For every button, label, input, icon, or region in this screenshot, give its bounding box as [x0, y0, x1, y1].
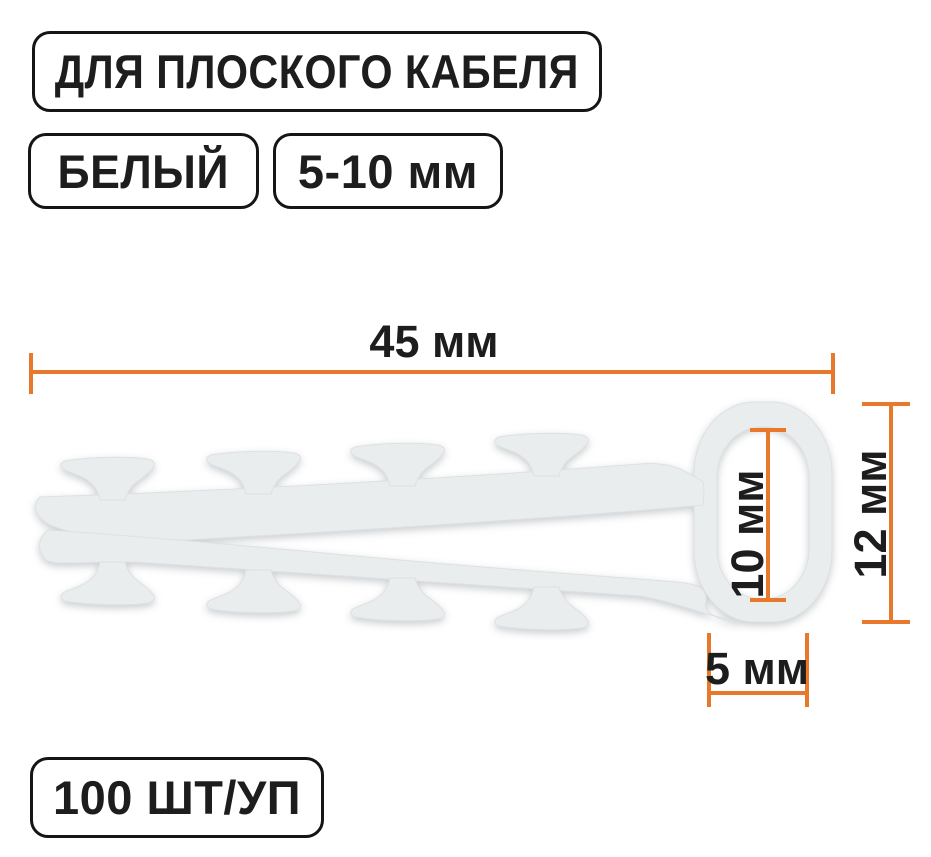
dimension-outer-height-label: 12 мм — [845, 449, 896, 578]
badge-color: БЕЛЫЙ — [28, 133, 259, 209]
dowel-clamp-drawing — [34, 401, 833, 631]
badge-color-label: БЕЛЫЙ — [57, 144, 230, 198]
dimension-inner-height-label: 10 мм — [722, 469, 773, 598]
badge-pack-quantity-label: 100 ШТ/УП — [53, 771, 301, 824]
clamp-barb-lower-3 — [350, 577, 445, 622]
clamp-barb-lower-2 — [206, 569, 301, 614]
dimension-inner-width: 5 мм — [705, 633, 809, 707]
clamp-barb-upper-4 — [494, 432, 589, 477]
dimension-inner-width-label: 5 мм — [705, 643, 809, 694]
clamp-barb-upper-2 — [206, 450, 301, 495]
clamp-barb-lower-4 — [494, 586, 589, 631]
badge-cable-type: ДЛЯ ПЛОСКОГО КАБЕЛЯ — [32, 31, 602, 112]
badge-pack-quantity: 100 ШТ/УП — [30, 757, 324, 838]
badge-size-range: 5-10 мм — [273, 133, 503, 209]
clamp-barb-lower-1 — [60, 561, 155, 606]
clamp-lower-leg — [39, 529, 741, 623]
clamp-barb-upper-1 — [60, 456, 155, 501]
badge-cable-type-label: ДЛЯ ПЛОСКОГО КАБЕЛЯ — [54, 45, 580, 98]
clamp-barb-upper-3 — [350, 442, 445, 487]
dimension-length-label: 45 мм — [369, 316, 498, 367]
dimension-outer-height: 12 мм — [845, 402, 910, 624]
dimension-inner-height: 10 мм — [722, 428, 786, 602]
badge-size-range-label: 5-10 мм — [297, 144, 479, 198]
dimension-length: 45 мм — [29, 316, 835, 394]
